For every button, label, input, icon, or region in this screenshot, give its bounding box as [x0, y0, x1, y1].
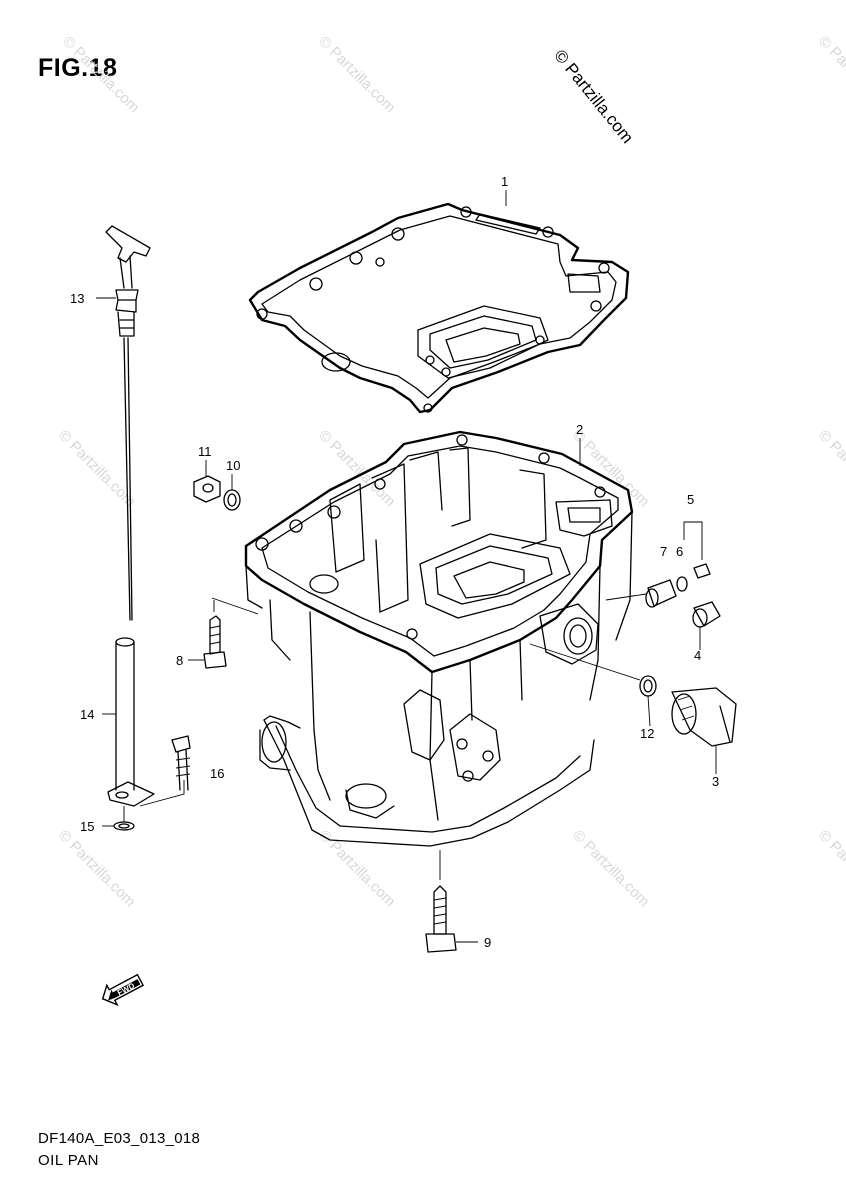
watermark-11: © Partzilla.com — [815, 827, 846, 910]
callout-part-9: 9 — [484, 935, 491, 950]
leader-lines — [96, 190, 717, 943]
callout-part-13: 13 — [70, 291, 84, 306]
callout-part-8: 8 — [176, 653, 183, 668]
bolt-16-drawing — [139, 735, 191, 807]
plugs-drawing — [529, 563, 737, 747]
diagram-name: OIL PAN — [38, 1152, 100, 1169]
callout-part-7: 7 — [660, 544, 667, 559]
watermark-3: © Partzilla.com — [815, 33, 846, 116]
callout-labels: 1 2 3 4 5 6 7 8 9 10 11 12 13 14 15 16 — [70, 174, 719, 950]
dipstick-drawing — [105, 225, 155, 831]
callout-part-2: 2 — [576, 422, 583, 437]
callout-part-14: 14 — [80, 707, 94, 722]
oil-pan-drawing — [244, 430, 634, 847]
watermark-8: © Partzilla.com — [55, 827, 138, 910]
bolt-9-drawing — [425, 850, 457, 953]
watermark-6: © Partzilla.com — [569, 427, 652, 510]
bolt-8-drawing — [203, 600, 227, 669]
callout-part-10: 10 — [226, 458, 240, 473]
callout-part-5: 5 — [687, 492, 694, 507]
watermark-2: © Partzilla.com — [315, 33, 398, 116]
callout-part-16: 16 — [210, 766, 224, 781]
nut-washer-drawing — [193, 475, 241, 511]
watermarks: © Partzilla.com © Partzilla.com © Partzi… — [55, 33, 846, 910]
callout-part-15: 15 — [80, 819, 94, 834]
watermark-1: © Partzilla.com — [59, 33, 142, 116]
callout-part-6: 6 — [676, 544, 683, 559]
callout-part-11: 11 — [198, 444, 212, 459]
callout-part-4: 4 — [694, 648, 701, 663]
diagram-code: DF140A_E03_013_018 — [38, 1130, 201, 1147]
figure-title: FIG.18 — [38, 54, 118, 82]
fwd-arrow-icon: FWD — [101, 973, 145, 1007]
callout-part-1: 1 — [501, 174, 508, 189]
watermark-7: © Partzilla.com — [815, 427, 846, 510]
watermark-5: © Partzilla.com — [315, 427, 398, 510]
watermark-10: © Partzilla.com — [569, 827, 652, 910]
gasket-drawing — [248, 202, 630, 414]
callout-part-3: 3 — [712, 774, 719, 789]
callout-part-12: 12 — [640, 726, 654, 741]
